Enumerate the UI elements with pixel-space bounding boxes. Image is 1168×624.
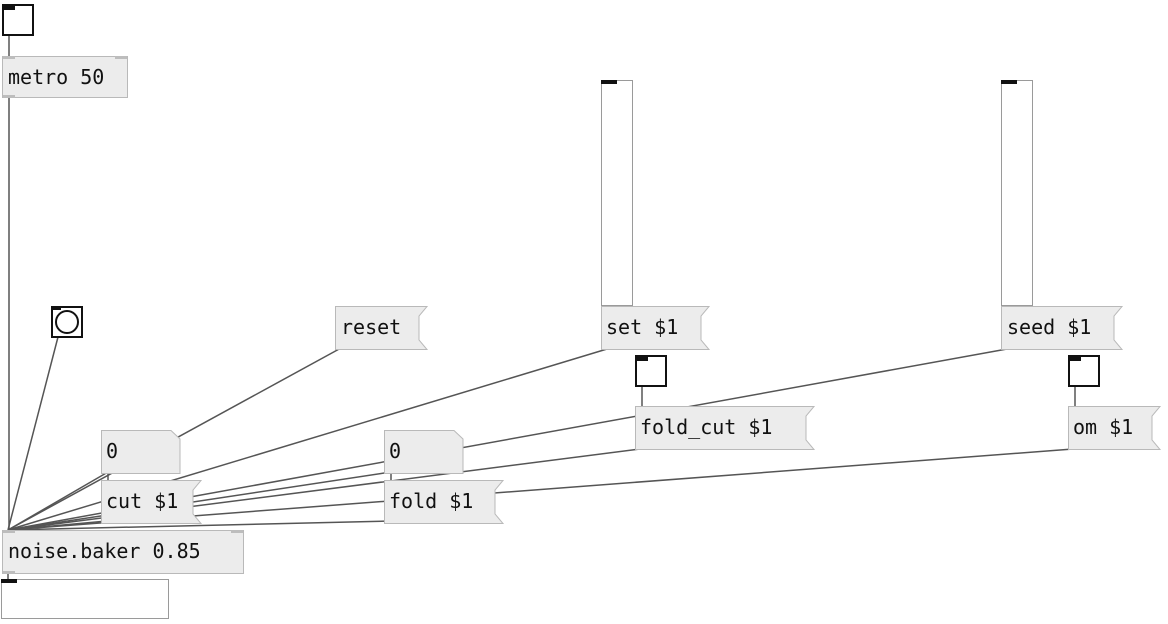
toggle-outlet-mark: [2, 4, 15, 10]
cut-number-box[interactable]: 0: [106, 439, 119, 463]
bang-outlet-mark: [51, 306, 61, 310]
reset-message[interactable]: reset: [341, 315, 402, 339]
seed-slider[interactable]: [1001, 80, 1033, 306]
inlet[interactable]: [3, 530, 15, 533]
cord: [7, 520, 108, 531]
om-message-shape: [1068, 406, 1162, 450]
inlet[interactable]: [231, 530, 243, 533]
cord: [7, 520, 392, 531]
fold-cut-toggle[interactable]: [635, 355, 667, 387]
output-box[interactable]: [1, 579, 169, 619]
reset-bang[interactable]: [51, 306, 83, 338]
set-message-shape: [601, 306, 711, 350]
metro-toggle[interactable]: [2, 4, 34, 36]
cord: [7, 348, 608, 531]
cord: [7, 471, 392, 531]
toggle-outlet-mark: [1068, 355, 1081, 361]
fold-number-box[interactable]: 0: [389, 439, 402, 463]
set-slider[interactable]: [601, 80, 633, 306]
cut-message[interactable]: cut $1: [106, 489, 179, 513]
set-message[interactable]: set $1: [606, 315, 679, 339]
toggle-outlet-mark: [635, 355, 648, 361]
reset-message-shape: [335, 306, 429, 350]
inlet[interactable]: [115, 56, 127, 59]
fold-cut-message[interactable]: fold_cut $1: [640, 415, 773, 439]
bang-circle-icon: [55, 310, 79, 334]
seed-message-shape: [1001, 306, 1124, 350]
fold-cut-message-shape: [635, 406, 816, 450]
outlet[interactable]: [3, 571, 15, 574]
slider-mark: [601, 80, 617, 84]
cut-number-shape: [101, 430, 181, 474]
fold-number-shape: [384, 430, 464, 474]
cord: [7, 471, 109, 531]
om-toggle[interactable]: [1068, 355, 1100, 387]
noise-baker-label: noise.baker 0.85: [8, 539, 201, 563]
fold-message-shape: [384, 480, 505, 524]
inlet[interactable]: [3, 56, 15, 59]
slider-mark: [1001, 80, 1017, 84]
noise-baker-object[interactable]: noise.baker 0.85: [2, 530, 244, 574]
fold-message[interactable]: fold $1: [389, 489, 474, 513]
cord: [7, 336, 59, 531]
output-inlet-mark: [1, 579, 17, 583]
outlet[interactable]: [3, 95, 15, 98]
cut-message-shape: [101, 480, 203, 524]
seed-message[interactable]: seed $1: [1007, 315, 1092, 339]
om-message[interactable]: om $1: [1073, 415, 1134, 439]
metro-label: metro 50: [8, 65, 105, 89]
metro-object[interactable]: metro 50: [2, 56, 128, 98]
